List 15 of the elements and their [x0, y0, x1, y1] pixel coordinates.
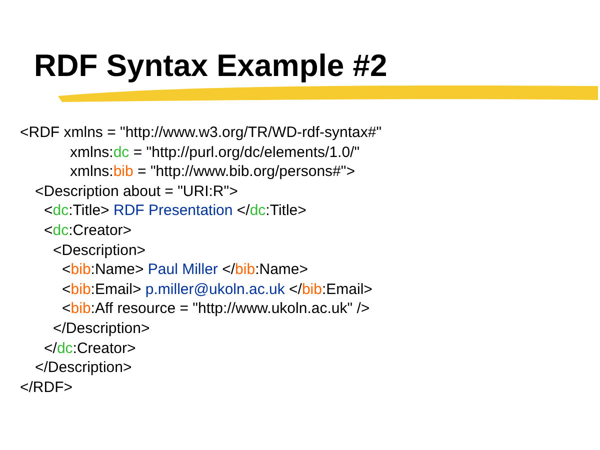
code-line: <dc:Title> RDF Presentation </dc:Title> [44, 202, 306, 220]
code-line: </dc:Creator> [44, 340, 136, 358]
code-line: xmlns:bib = "http://www.bib.org/persons#"> [70, 163, 355, 182]
code-line: <Description about = "URI:R"> [35, 182, 238, 201]
code-line: <bib:Name> Paul Miller </bib:Name> [62, 261, 308, 280]
code-line: </Description> [35, 359, 132, 378]
code-line: <bib:Aff resource = "http://www.ukoln.ac.uk" /> [62, 300, 370, 318]
code-line: </RDF> [20, 378, 73, 397]
code-line: </Description> [53, 320, 150, 338]
code-line: <dc:Creator> [44, 222, 132, 240]
code-line: xmlns:dc = "http://purl.org/dc/elements/1.0/" [70, 144, 360, 162]
slide-title: RDF Syntax Example #2 [34, 48, 388, 84]
code-line: <bib:Email> p.miller@ukoln.ac.uk </bib:Email> [62, 280, 372, 299]
code-line: <RDF xmlns = "http://www.w3.org/TR/WD-rdf-syntax#" [20, 124, 382, 142]
code-line: <Description> [53, 242, 146, 260]
